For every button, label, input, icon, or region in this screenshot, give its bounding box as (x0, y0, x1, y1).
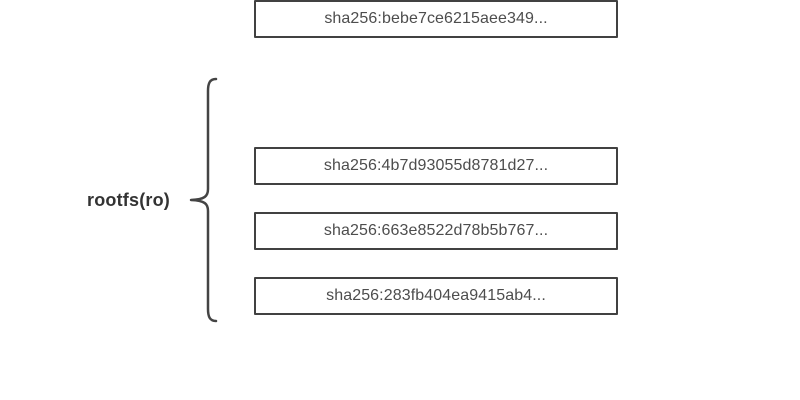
layer-hash-2: sha256:663e8522d78b5b767... (323, 222, 549, 239)
layer-hash-3: sha256:283fb404ea9415ab4... (326, 287, 546, 304)
layer-hash-4: sha256:bebe7ce6215aee349... (324, 10, 548, 27)
layer-box-1: sha256:4b7d93055d8781d27... (254, 147, 618, 185)
layer-hash-1: sha256:4b7d93055d8781d27... (323, 157, 549, 174)
rootfs-label: rootfs(ro) (87, 190, 170, 210)
layer-box-3: sha256:283fb404ea9415ab4... (254, 277, 618, 315)
layer-box-2: sha256:663e8522d78b5b767... (254, 212, 618, 250)
layer-box-4: sha256:bebe7ce6215aee349... (254, 0, 618, 38)
